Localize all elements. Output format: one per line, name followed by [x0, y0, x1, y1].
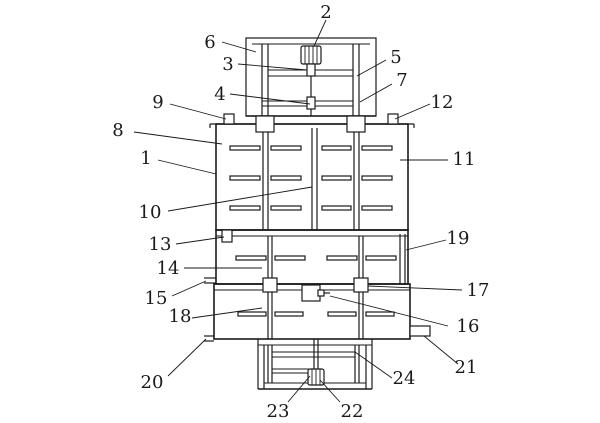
lower-blade — [237, 311, 267, 317]
middle-tank — [204, 229, 409, 285]
label-20: 20 — [141, 372, 164, 393]
label-23: 23 — [267, 401, 290, 422]
part-labels: 2 6 3 4 5 7 9 12 8 1 11 10 13 19 14 17 1… — [112, 2, 489, 422]
top-motor — [300, 45, 322, 116]
upper-bearing-right — [346, 115, 366, 133]
label-24: 24 — [393, 368, 416, 389]
label-12: 12 — [431, 92, 454, 113]
label-6: 6 — [204, 32, 215, 53]
upper-blades-right — [321, 145, 393, 211]
label-2: 2 — [320, 2, 331, 23]
label-17: 17 — [467, 280, 490, 301]
upper-tank — [209, 113, 415, 231]
feed-port-right — [387, 113, 399, 125]
label-13: 13 — [149, 234, 172, 255]
top-motor-body — [300, 45, 322, 65]
lower-bearing-left — [262, 277, 278, 293]
lower-tank — [204, 277, 431, 342]
label-18: 18 — [169, 306, 192, 327]
label-5: 5 — [390, 47, 401, 68]
label-15: 15 — [145, 288, 168, 309]
label-11: 11 — [453, 149, 476, 170]
lower-center-block — [301, 284, 321, 302]
discharge-port — [409, 325, 431, 337]
top-coupling — [306, 63, 316, 77]
bottom-frame — [257, 339, 373, 390]
upper-bearing-left — [255, 115, 275, 133]
label-3: 3 — [222, 54, 233, 75]
lower-bearing-right — [353, 277, 369, 293]
label-16: 16 — [457, 316, 480, 337]
label-8: 8 — [112, 120, 123, 141]
upper-blades-left — [229, 145, 302, 211]
leader-lines — [133, 19, 463, 403]
label-10: 10 — [139, 202, 162, 223]
label-14: 14 — [157, 258, 180, 279]
label-21: 21 — [455, 357, 478, 378]
label-9: 9 — [152, 92, 163, 113]
feed-port-left — [223, 113, 235, 125]
middle-valve — [221, 229, 233, 243]
label-19: 19 — [447, 228, 470, 249]
lower-tank-body — [213, 283, 411, 340]
label-7: 7 — [396, 70, 407, 91]
top-gear — [306, 96, 316, 110]
label-1: 1 — [140, 148, 151, 169]
label-22: 22 — [341, 401, 364, 422]
middle-blade — [235, 255, 267, 261]
label-4: 4 — [214, 84, 225, 105]
